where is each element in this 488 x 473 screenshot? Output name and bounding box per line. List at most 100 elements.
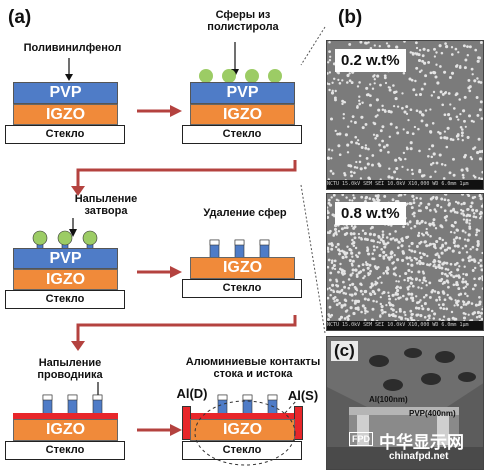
sem-particle: [442, 177, 446, 180]
sem-particle: [477, 137, 481, 141]
sem-particle: [431, 222, 434, 226]
sem-particle: [331, 283, 335, 287]
sem-particle: [468, 219, 472, 222]
sem-particle: [478, 300, 482, 304]
sem-particle: [410, 206, 414, 210]
sem-particle: [427, 155, 430, 158]
sem-particle: [406, 279, 410, 282]
sem-particle: [388, 258, 391, 261]
sem-particle: [478, 108, 482, 112]
sem-particle: [409, 316, 413, 320]
sem-particle: [338, 153, 342, 157]
sem-particle: [426, 48, 430, 52]
sem-particle: [467, 194, 471, 197]
sem-particle: [414, 93, 418, 97]
sem-particle: [481, 170, 483, 174]
sem-particle: [348, 199, 351, 202]
sem-particle: [366, 263, 369, 266]
sem-particle: [338, 252, 341, 256]
sem-particle: [427, 60, 431, 64]
sem-particle: [409, 281, 413, 285]
sem-particle: [418, 92, 423, 97]
sem-particle: [423, 82, 427, 86]
polystyrene-spheres: [199, 69, 282, 83]
sem-particle: [410, 263, 414, 267]
sem-particle: [334, 98, 337, 102]
sem-particle: [351, 259, 355, 263]
sem-particle: [412, 88, 416, 92]
sem-particle: [362, 268, 365, 272]
sem-particle: [351, 282, 355, 286]
sem-particle: [461, 247, 464, 250]
sem-particle: [447, 317, 451, 321]
sem-particle: [328, 50, 331, 53]
sem-particle: [327, 82, 329, 85]
sem-particle: [446, 126, 450, 130]
sem-particle: [328, 88, 331, 92]
sem-particle: [402, 151, 406, 155]
sem-particle: [445, 145, 449, 149]
glass-substrate: Стекло: [182, 125, 302, 144]
sem-particle: [431, 144, 435, 148]
sem-particle: [343, 317, 347, 320]
sem-particle: [407, 268, 411, 273]
sem-particle: [449, 209, 453, 213]
sem-particle: [363, 237, 367, 241]
sem-particle: [469, 156, 473, 159]
sem-particle: [343, 285, 347, 289]
sem-particle: [456, 244, 460, 247]
sem-particle: [366, 266, 370, 270]
sem-particle: [429, 108, 432, 111]
sem-particle: [478, 194, 482, 196]
sem-particle: [476, 77, 479, 80]
sem-particle: [368, 232, 372, 236]
watermark-url: chinafpd.net: [389, 451, 449, 462]
sem-particle: [431, 242, 435, 246]
sem-particle: [479, 100, 483, 104]
sem-particle: [379, 148, 383, 152]
sem-particle: [412, 198, 416, 201]
sem-particle: [404, 157, 407, 161]
sem-particle: [383, 76, 387, 80]
sem-particle: [425, 244, 429, 248]
sem-particle: [430, 94, 434, 97]
sem-particle: [405, 146, 409, 149]
sem-particle: [367, 41, 370, 44]
sem-particle: [473, 311, 477, 315]
sem-particle: [466, 45, 469, 48]
sem-particle: [470, 119, 474, 123]
sem-particle: [480, 268, 483, 272]
sem-particle: [418, 49, 422, 52]
sem-particle: [421, 54, 425, 58]
sem-particle: [461, 139, 464, 142]
sem-particle: [400, 244, 404, 248]
sem-particle: [335, 278, 338, 281]
sem-particle: [351, 272, 354, 275]
sem-particle: [396, 105, 400, 108]
sem-particle: [350, 262, 354, 265]
sem-particle: [461, 128, 464, 131]
sem-particle: [433, 245, 437, 249]
sem-particle: [475, 96, 479, 99]
sem-particle: [462, 201, 466, 205]
sem-particle: [419, 255, 423, 260]
sem-particle: [436, 203, 440, 207]
sem-particle: [442, 261, 446, 265]
sem-particle: [456, 201, 460, 205]
sem-particle: [432, 70, 436, 75]
sem-particle: [381, 239, 385, 243]
sem-particle: [373, 82, 376, 85]
sem-particle: [354, 135, 358, 139]
sem-particle: [348, 283, 352, 287]
sem-particle: [409, 141, 413, 145]
sem-particle: [478, 276, 482, 280]
sem-particle: [334, 129, 337, 133]
sem-particle: [392, 104, 396, 108]
sem-particle: [423, 240, 427, 244]
sem-particle: [433, 290, 437, 293]
sem-particle: [422, 174, 426, 177]
sem-particle: [452, 238, 456, 241]
sem-particle: [446, 293, 449, 297]
sem-particle: [327, 178, 330, 181]
sem-particle: [360, 236, 363, 240]
